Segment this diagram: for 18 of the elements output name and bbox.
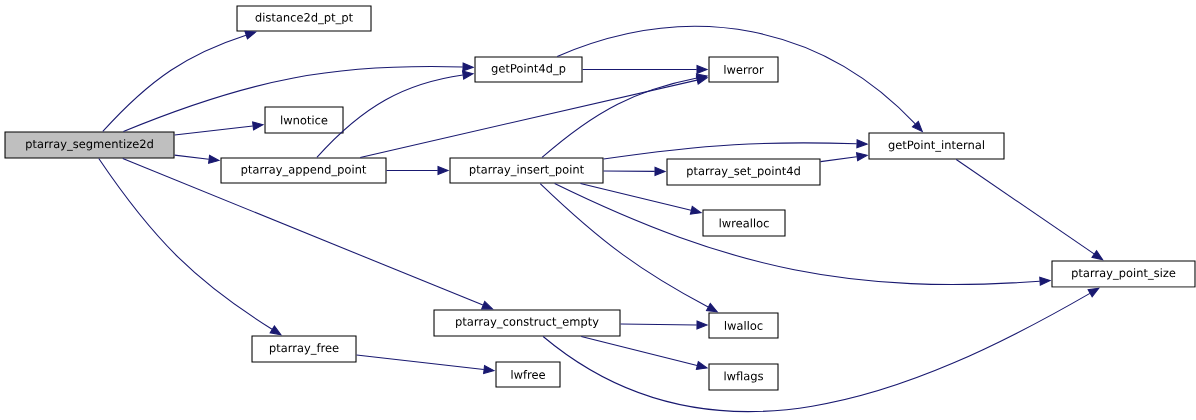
function-box: distance2d_pt_pt (236, 5, 372, 32)
arrow (98, 158, 282, 336)
function-box: ptarray_append_point (220, 157, 387, 184)
function-box: ptarray_free (251, 335, 357, 363)
function-box: ptarray_segmentize2d (4, 131, 175, 159)
arrow (955, 159, 1104, 261)
function-box: getPoint_internal (868, 132, 1005, 160)
function-box: lwalloc (708, 312, 779, 339)
function-box: lwflags (708, 363, 779, 391)
function-box: ptarray_point_size (1051, 260, 1196, 288)
function-box: lwnotice (264, 106, 344, 134)
function-box: lwerror (708, 56, 779, 83)
function-box: ptarray_insert_point (449, 157, 604, 184)
function-box: ptarray_set_point4d (666, 158, 821, 186)
function-box: lwfree (495, 361, 561, 388)
function-box: ptarray_construct_empty (433, 309, 621, 337)
function-box: lwrealloc (702, 209, 786, 237)
function-box: getPoint4d_p (474, 56, 583, 83)
